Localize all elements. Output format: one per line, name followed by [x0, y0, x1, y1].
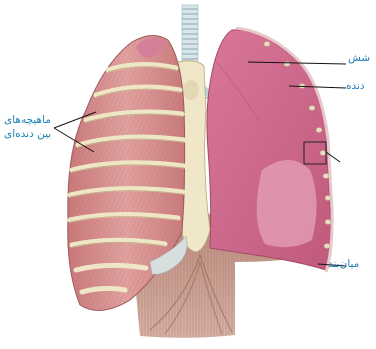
right-lung — [207, 28, 332, 272]
rib-label: دنده — [346, 80, 365, 93]
diaphragm-label: میان‌بند — [328, 258, 359, 271]
intercostal-muscles-label-line2: بین دنده‌ای — [4, 128, 51, 141]
intercostal-muscles-label-line1: ماهیچه‌های — [4, 114, 51, 127]
rib-cage — [68, 35, 187, 310]
lung-label: شش — [348, 52, 370, 65]
